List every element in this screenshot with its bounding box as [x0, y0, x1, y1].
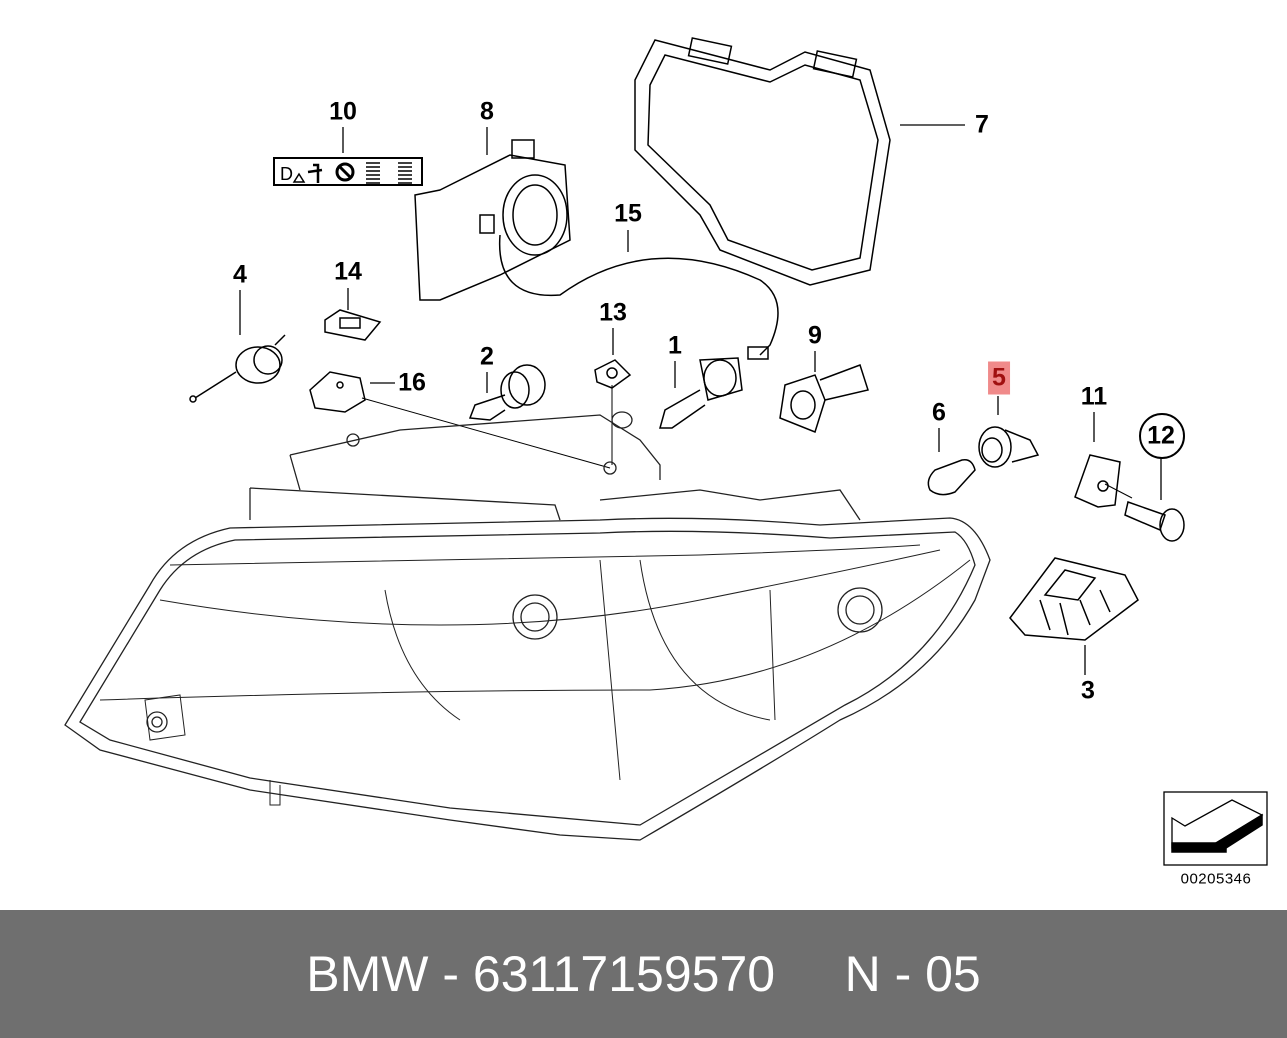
callout-13[interactable]: 13 [599, 298, 627, 327]
callout-4[interactable]: 4 [233, 260, 247, 289]
footer-separator: - [428, 946, 473, 1002]
leader-lines [239, 124, 1162, 675]
part-13-nut [594, 359, 632, 389]
callout-12[interactable]: 12 [1147, 421, 1175, 450]
headlight-housing [64, 411, 991, 841]
headlight-exploded-diagram: D [64, 37, 1268, 866]
callout-3[interactable]: 3 [1081, 676, 1095, 705]
part-14-bracket [324, 309, 382, 341]
footer-gap [775, 945, 844, 1003]
svg-text:D: D [280, 164, 293, 184]
part-16-clip [309, 371, 366, 413]
callout-5-highlighted[interactable]: 5 [988, 361, 1010, 395]
part-6-bulb [927, 458, 976, 496]
orientation-arrow-icon [1163, 791, 1268, 866]
part-12-circle-marker [1139, 413, 1185, 459]
callout-14[interactable]: 14 [334, 257, 362, 286]
diagram-number: 00205346 [1180, 870, 1252, 888]
footer-brand: BMW [306, 946, 429, 1002]
callout-1[interactable]: 1 [668, 331, 682, 360]
callout-2[interactable]: 2 [480, 342, 494, 371]
part-7-seal-gasket [634, 37, 891, 286]
callout-11[interactable]: 11 [1080, 382, 1108, 411]
callout-10[interactable]: 10 [329, 97, 357, 126]
callout-16[interactable]: 16 [398, 368, 426, 397]
part-3-igniter [1009, 557, 1139, 641]
part-10-warning-label-icons: D [280, 162, 412, 184]
callout-7[interactable]: 7 [975, 110, 989, 139]
footer-bar: BMW - 63117159570 N - 05 [0, 910, 1287, 1038]
footer-part-number: 63117159570 [472, 946, 776, 1002]
part-12-screw [1124, 501, 1185, 542]
callout-9[interactable]: 9 [808, 321, 822, 350]
callout-8[interactable]: 8 [480, 97, 494, 126]
part-4-adjuster [189, 334, 286, 403]
part-5-bulb-socket [978, 426, 1040, 468]
part-10-warning-label [273, 157, 423, 186]
callout-15[interactable]: 15 [614, 199, 642, 228]
part-2-bulb-h7 [468, 364, 546, 421]
part-11-clip-nut [1074, 454, 1121, 508]
part-8-control-unit [414, 139, 779, 360]
callout-6[interactable]: 6 [932, 398, 946, 427]
part-9-socket [779, 364, 869, 433]
part-1-bulb-d1s [659, 357, 743, 429]
footer-position: N - 05 [844, 946, 981, 1002]
